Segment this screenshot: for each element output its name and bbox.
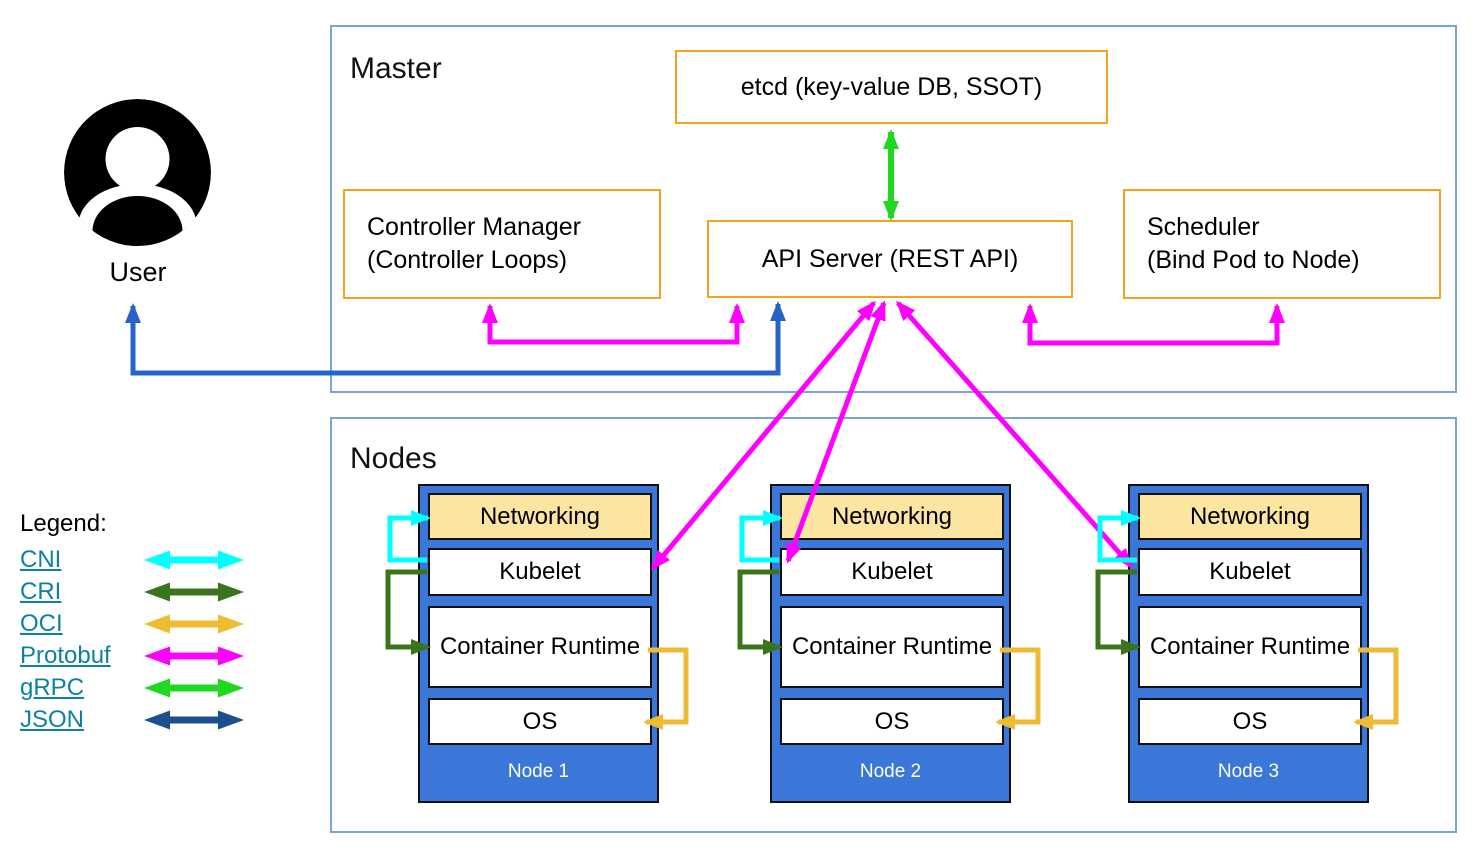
legend-link-cri[interactable]: CRI: [20, 578, 62, 605]
node-1-box: Networking Kubelet Container Runtime OS …: [418, 484, 659, 803]
legend-row-cri: CRI: [20, 576, 280, 608]
legend-link-oci[interactable]: OCI: [20, 610, 63, 637]
api-server-box: API Server (REST API): [707, 220, 1073, 298]
master-section-box: Master: [330, 25, 1457, 393]
legend-title: Legend:: [20, 510, 107, 537]
node-2-container-runtime-layer: Container Runtime: [780, 606, 1004, 688]
node-3-kubelet-layer: Kubelet: [1138, 548, 1362, 596]
node-2-os-layer: OS: [780, 698, 1004, 745]
controller-manager-box: Controller Manager (Controller Loops): [343, 189, 661, 299]
scheduler-label-line1: Scheduler: [1147, 213, 1260, 241]
node-1-os-layer: OS: [428, 698, 652, 745]
etcd-label: etcd (key-value DB, SSOT): [740, 72, 1043, 101]
api-server-label: API Server (REST API): [761, 244, 1019, 273]
nodes-section-box: Nodes: [330, 417, 1457, 833]
node-3-label: Node 3: [1217, 761, 1280, 782]
protobuf-double-arrow-icon: [144, 646, 244, 666]
legend-row-protobuf: Protobuf: [20, 640, 280, 672]
scheduler-box: Scheduler (Bind Pod to Node): [1123, 189, 1441, 299]
controller-manager-label-line1: Controller Manager: [367, 213, 581, 241]
cri-double-arrow-icon: [144, 582, 244, 602]
legend-link-json[interactable]: JSON: [20, 706, 85, 733]
node-2-networking-layer: Networking: [780, 493, 1004, 540]
legend-row-grpc: gRPC: [20, 672, 280, 704]
legend-row-json: JSON: [20, 704, 280, 736]
legend-row-oci: OCI: [20, 608, 280, 640]
node-2-box: Networking Kubelet Container Runtime OS …: [770, 484, 1011, 803]
grpc-double-arrow-icon: [144, 678, 244, 698]
nodes-section-title: Nodes: [350, 442, 437, 475]
user-label: User: [109, 257, 167, 287]
scheduler-label-line2: (Bind Pod to Node): [1147, 246, 1360, 274]
node-2-label: Node 2: [859, 761, 922, 782]
node-2-kubelet-layer: Kubelet: [780, 548, 1004, 596]
controller-manager-label-line2: (Controller Loops): [367, 246, 568, 274]
cni-double-arrow-icon: [144, 550, 244, 570]
legend-link-protobuf[interactable]: Protobuf: [20, 642, 111, 669]
node-1-networking-layer: Networking: [428, 493, 652, 540]
master-section-title: Master: [350, 52, 442, 85]
node-3-os-layer: OS: [1138, 698, 1362, 745]
node-1-container-runtime-layer: Container Runtime: [428, 606, 652, 688]
node-1-label: Node 1: [507, 761, 570, 782]
node-3-box: Networking Kubelet Container Runtime OS …: [1128, 484, 1369, 803]
legend-link-cni[interactable]: CNI: [20, 546, 62, 573]
json-double-arrow-icon: [144, 710, 244, 730]
etcd-box: etcd (key-value DB, SSOT): [675, 50, 1108, 124]
node-3-networking-layer: Networking: [1138, 493, 1362, 540]
node-3-container-runtime-layer: Container Runtime: [1138, 606, 1362, 688]
node-1-kubelet-layer: Kubelet: [428, 548, 652, 596]
person-circle-icon: [64, 99, 211, 246]
legend-link-grpc[interactable]: gRPC: [20, 674, 85, 701]
legend-row-cni: CNI: [20, 544, 280, 576]
legend: Legend: CNI CRI OCI Protobuf gRP: [20, 510, 280, 736]
oci-double-arrow-icon: [144, 614, 244, 634]
